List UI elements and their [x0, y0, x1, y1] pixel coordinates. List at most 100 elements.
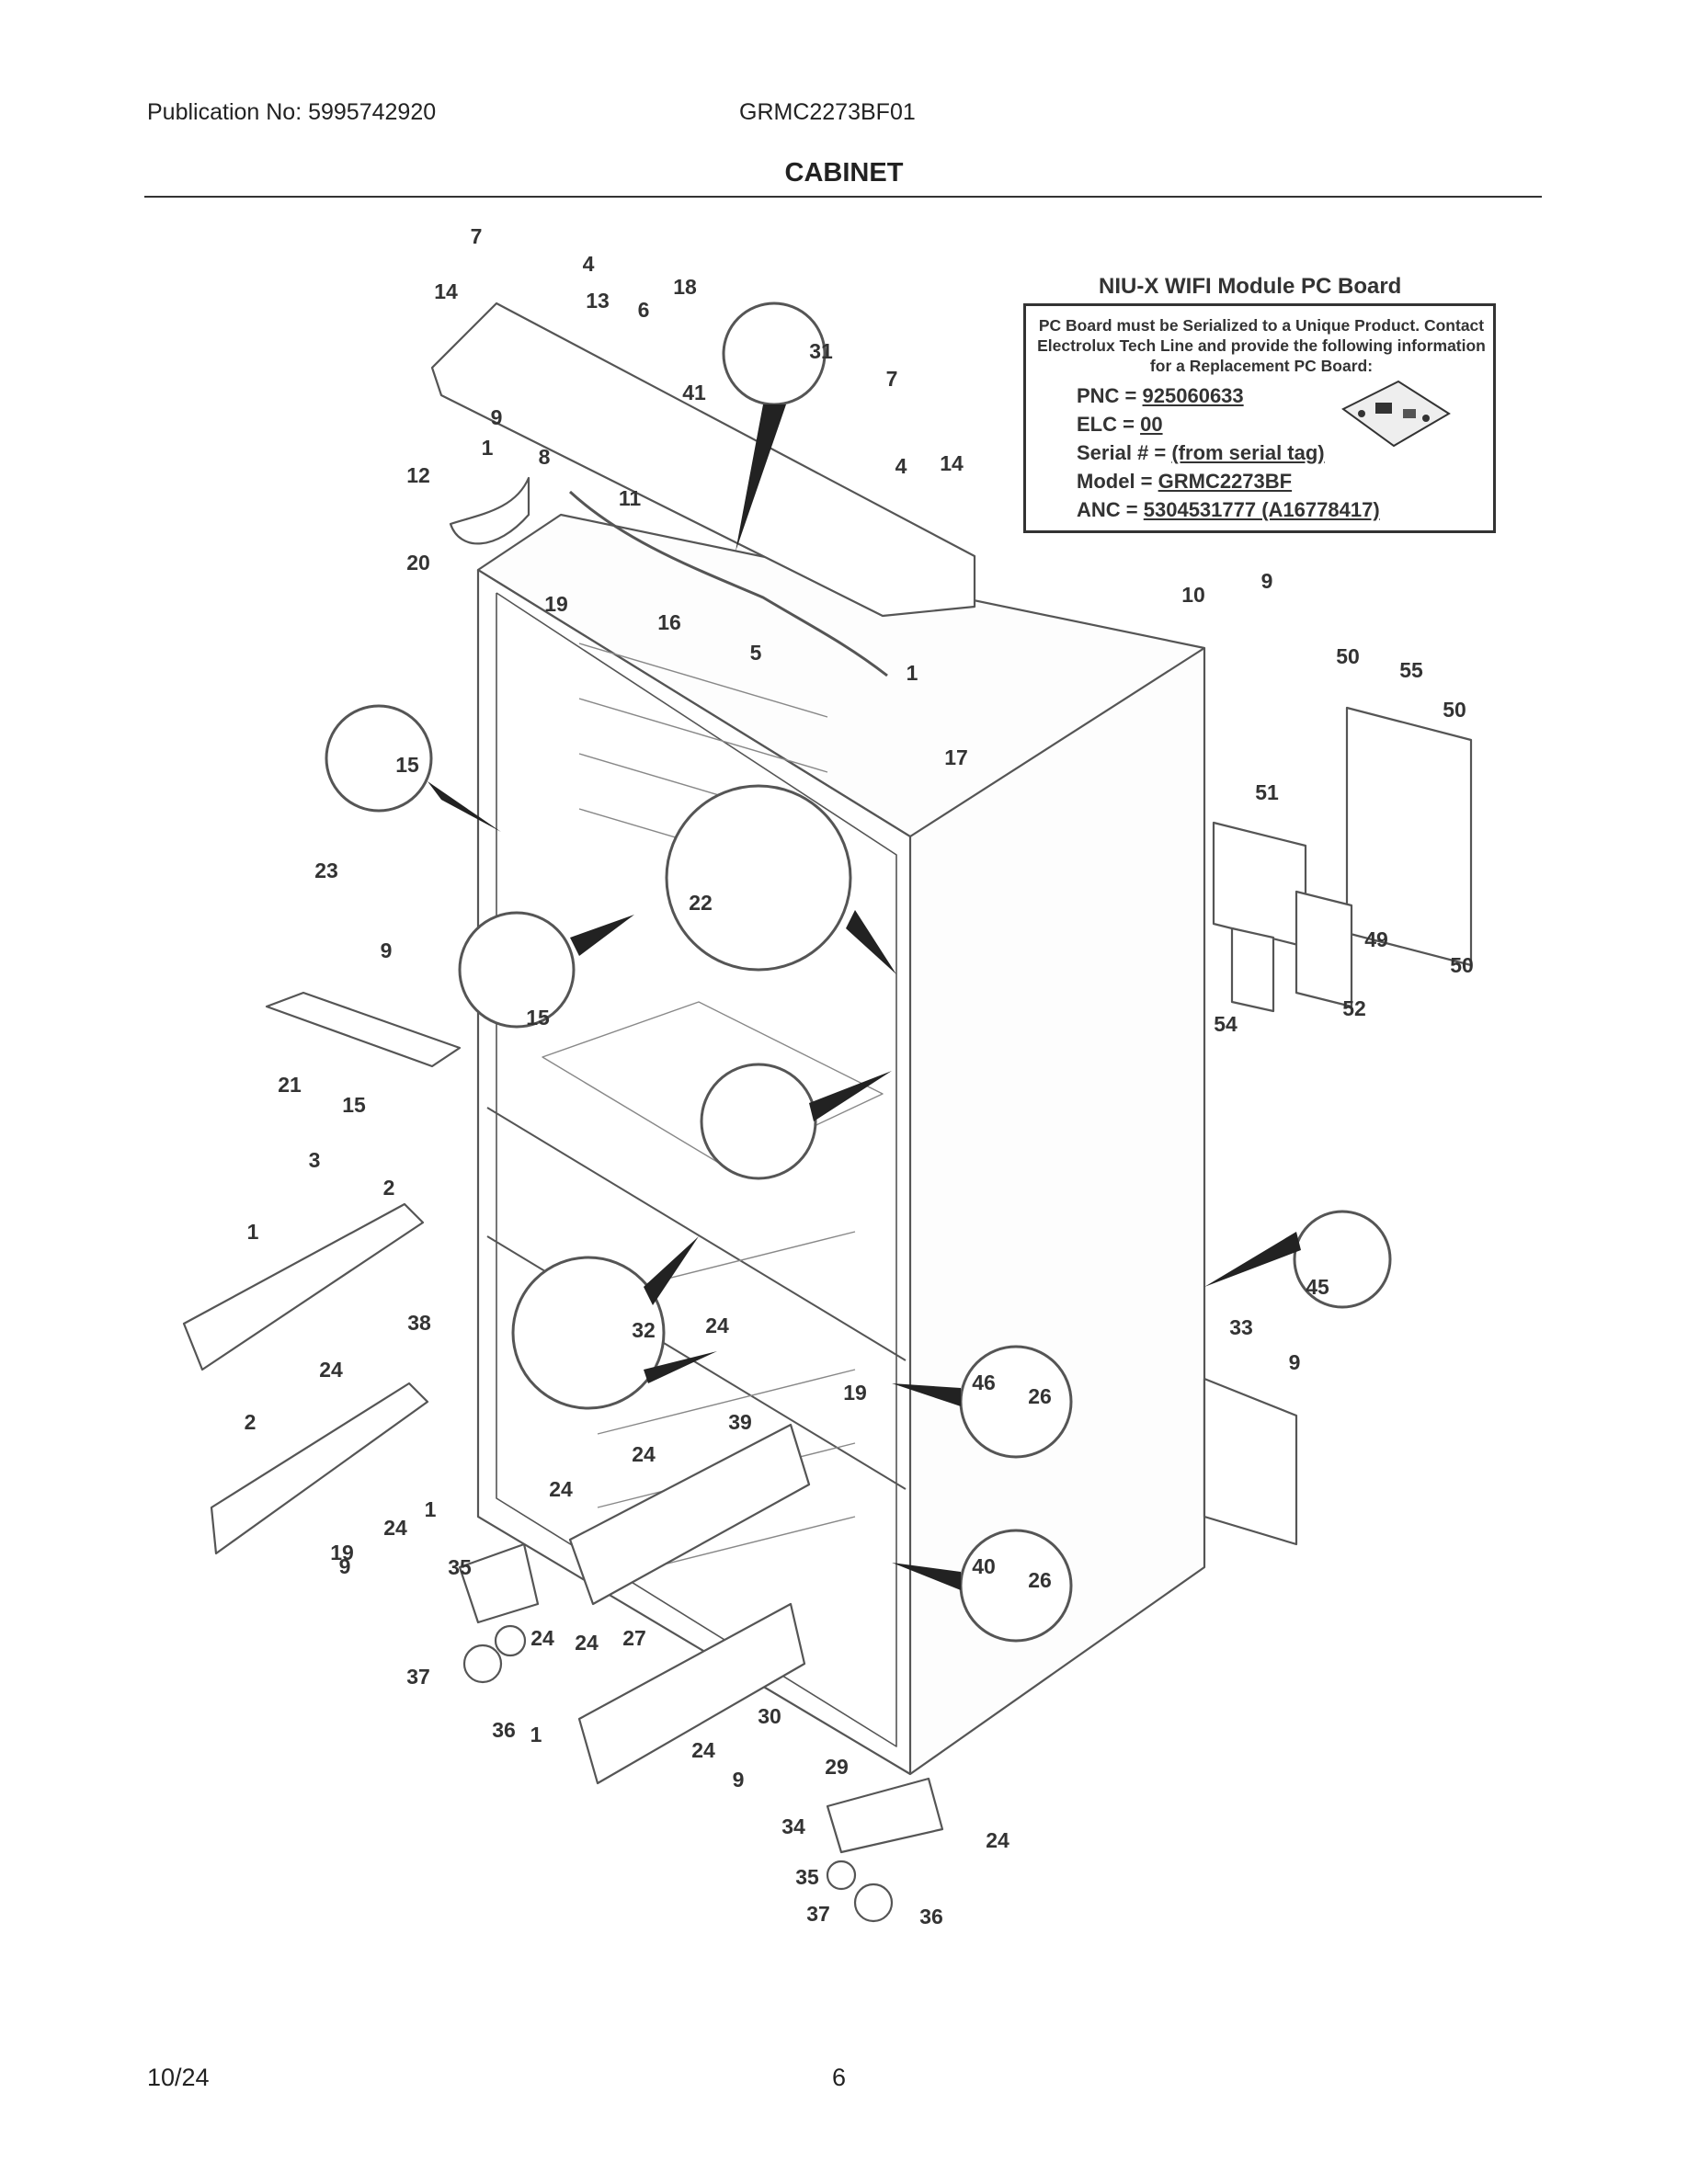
part-label-4: 4 [895, 454, 907, 478]
part-label-24: 24 [319, 1358, 343, 1382]
part-label-2: 2 [245, 1410, 257, 1434]
part-label-9: 9 [491, 405, 503, 429]
part-label-32: 32 [632, 1318, 656, 1342]
board-52 [1295, 890, 1353, 1008]
detail-circle-33 [511, 1256, 666, 1410]
part-label-14: 14 [940, 451, 964, 475]
niu-field-anc: ANC = 5304531777 (A16778417) [1077, 498, 1380, 521]
part-label-24: 24 [632, 1442, 656, 1466]
part-label-18: 18 [673, 275, 697, 299]
part-label-24: 24 [705, 1314, 729, 1337]
niu-module-info-box: PC Board must be Serialized to a Unique … [1023, 303, 1496, 533]
part-label-24: 24 [530, 1626, 554, 1650]
part-label-1: 1 [530, 1723, 542, 1746]
part-label-9: 9 [733, 1768, 745, 1792]
part-label-24: 24 [691, 1738, 715, 1762]
drawer-front-27 [568, 1423, 811, 1606]
detail-circle-22 [665, 784, 852, 972]
part-label-7: 7 [886, 367, 898, 391]
part-label-7: 7 [471, 224, 483, 248]
part-label-33: 33 [1229, 1315, 1253, 1339]
part-label-11: 11 [619, 486, 642, 510]
part-label-1: 1 [907, 661, 918, 685]
pc-board-icon [1341, 380, 1451, 448]
part-label-22: 22 [689, 891, 713, 915]
part-label-30: 30 [758, 1704, 781, 1728]
part-label-9: 9 [339, 1554, 351, 1578]
part-label-9: 9 [1261, 569, 1273, 593]
trim-21 [265, 991, 462, 1068]
part-label-50: 50 [1450, 953, 1474, 977]
part-label-46: 46 [972, 1371, 996, 1394]
part-label-39: 39 [728, 1410, 752, 1434]
part-label-24: 24 [986, 1828, 1009, 1852]
part-label-9: 9 [1289, 1350, 1301, 1374]
part-label-10: 10 [1181, 583, 1205, 607]
part-label-50: 50 [1443, 698, 1466, 722]
footer-date: 10/24 [147, 2064, 210, 2091]
part-label-14: 14 [434, 279, 458, 303]
handle-39 [210, 1382, 429, 1555]
part-label-31: 31 [809, 339, 833, 363]
part-label-37: 37 [806, 1902, 830, 1926]
part-label-24: 24 [383, 1516, 407, 1540]
board-cover-55 [1345, 706, 1473, 967]
part-label-12: 12 [406, 463, 430, 487]
part-label-55: 55 [1399, 658, 1423, 682]
niu-field-elc: ELC = 00 [1077, 413, 1163, 436]
part-label-1: 1 [482, 436, 494, 460]
title-divider [144, 196, 1542, 198]
model-number: GRMC2273BF01 [739, 99, 916, 125]
part-label-26: 26 [1028, 1568, 1052, 1592]
page-title: CABINET [784, 158, 904, 188]
part-label-4: 4 [583, 252, 595, 276]
part-label-41: 41 [682, 381, 706, 404]
part-label-9: 9 [381, 938, 393, 962]
niu-field-pnc: PNC = 925060633 [1077, 384, 1244, 407]
drawer-front-30 [577, 1602, 806, 1785]
part-label-50: 50 [1336, 644, 1360, 668]
niu-module-note: PC Board must be Serialized to a Unique … [1037, 316, 1486, 375]
part-label-1: 1 [425, 1497, 437, 1521]
part-label-24: 24 [549, 1477, 573, 1501]
part-label-16: 16 [657, 610, 681, 634]
part-label-15: 15 [342, 1093, 366, 1117]
wire-harness-16 [568, 490, 888, 677]
part-label-45: 45 [1306, 1275, 1329, 1299]
footer-page-number: 6 [832, 2064, 847, 2091]
part-label-26: 26 [1028, 1384, 1052, 1408]
part-label-1: 1 [0, 0, 6, 5]
part-label-20: 20 [406, 551, 430, 574]
part-label-2: 2 [383, 1176, 395, 1200]
top-cover-13 [430, 301, 976, 618]
detail-circle-15-mid [458, 911, 576, 1029]
part-label-17: 17 [944, 745, 968, 769]
part-label-35: 35 [795, 1865, 819, 1889]
part-label-37: 37 [406, 1665, 430, 1689]
part-label-13: 13 [586, 289, 610, 313]
part-label-15: 15 [395, 753, 419, 777]
part-label-6: 6 [638, 298, 650, 322]
part-label-19: 19 [544, 592, 568, 616]
part-label-23: 23 [314, 859, 338, 882]
part-label-54: 54 [1214, 1012, 1237, 1036]
part-label-38: 38 [407, 1311, 431, 1335]
part-label-27: 27 [622, 1626, 646, 1650]
main-board-51 [1212, 821, 1307, 949]
part-label-21: 21 [278, 1073, 302, 1097]
part-label-3: 3 [309, 1148, 321, 1172]
part-label-15: 15 [526, 1006, 550, 1029]
part-label-8: 8 [539, 445, 551, 469]
grille-46 [1203, 1377, 1298, 1546]
detail-circle-15-low [700, 1063, 817, 1180]
part-label-5: 5 [750, 641, 762, 665]
part-label-52: 52 [1342, 996, 1366, 1020]
detail-circle-45 [1293, 1210, 1392, 1309]
part-label-34: 34 [781, 1814, 805, 1838]
part-label-1: 1 [247, 1220, 259, 1244]
part-label-35: 35 [448, 1555, 472, 1579]
part-label-24: 24 [575, 1631, 599, 1655]
part-label-51: 51 [1255, 780, 1279, 804]
part-label-49: 49 [1364, 927, 1388, 951]
